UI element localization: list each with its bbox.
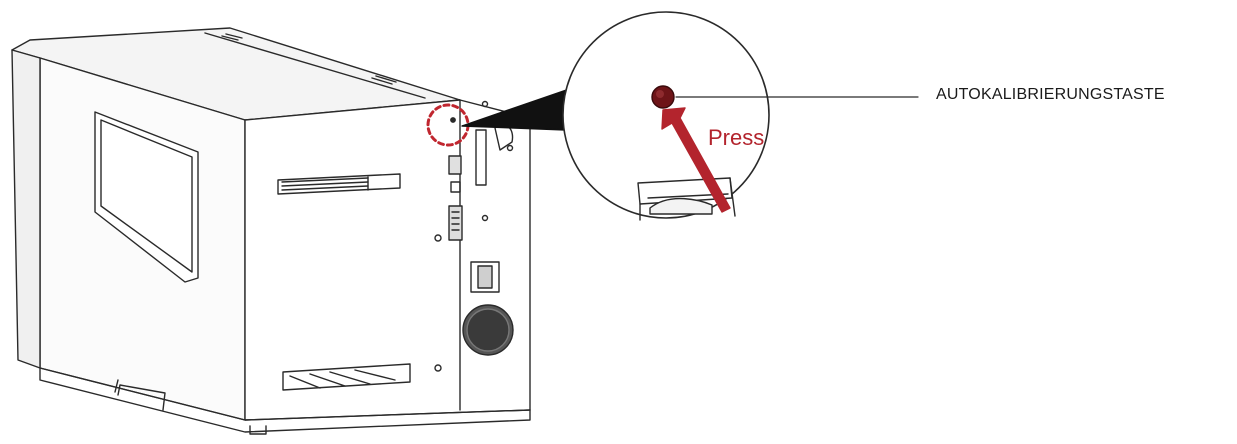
- printer-port-serial: [448, 205, 463, 241]
- screw: [434, 364, 442, 372]
- printer-side-window: [94, 111, 199, 283]
- zoom-detail: [562, 11, 919, 221]
- screw: [506, 144, 514, 152]
- printer-illustration: [11, 27, 531, 435]
- printer-port: [450, 181, 461, 193]
- screw: [481, 100, 489, 108]
- screw: [481, 214, 489, 222]
- calibration-button-icon: [651, 85, 675, 109]
- printer-cover-seam: [204, 32, 426, 99]
- press-arrow-icon: [661, 107, 731, 213]
- calibration-button-label: AUTOKALIBRIERUNGSTASTE: [936, 86, 1165, 103]
- press-label: Press: [708, 125, 764, 150]
- printer-port-usb: [448, 155, 462, 175]
- screw: [434, 234, 442, 242]
